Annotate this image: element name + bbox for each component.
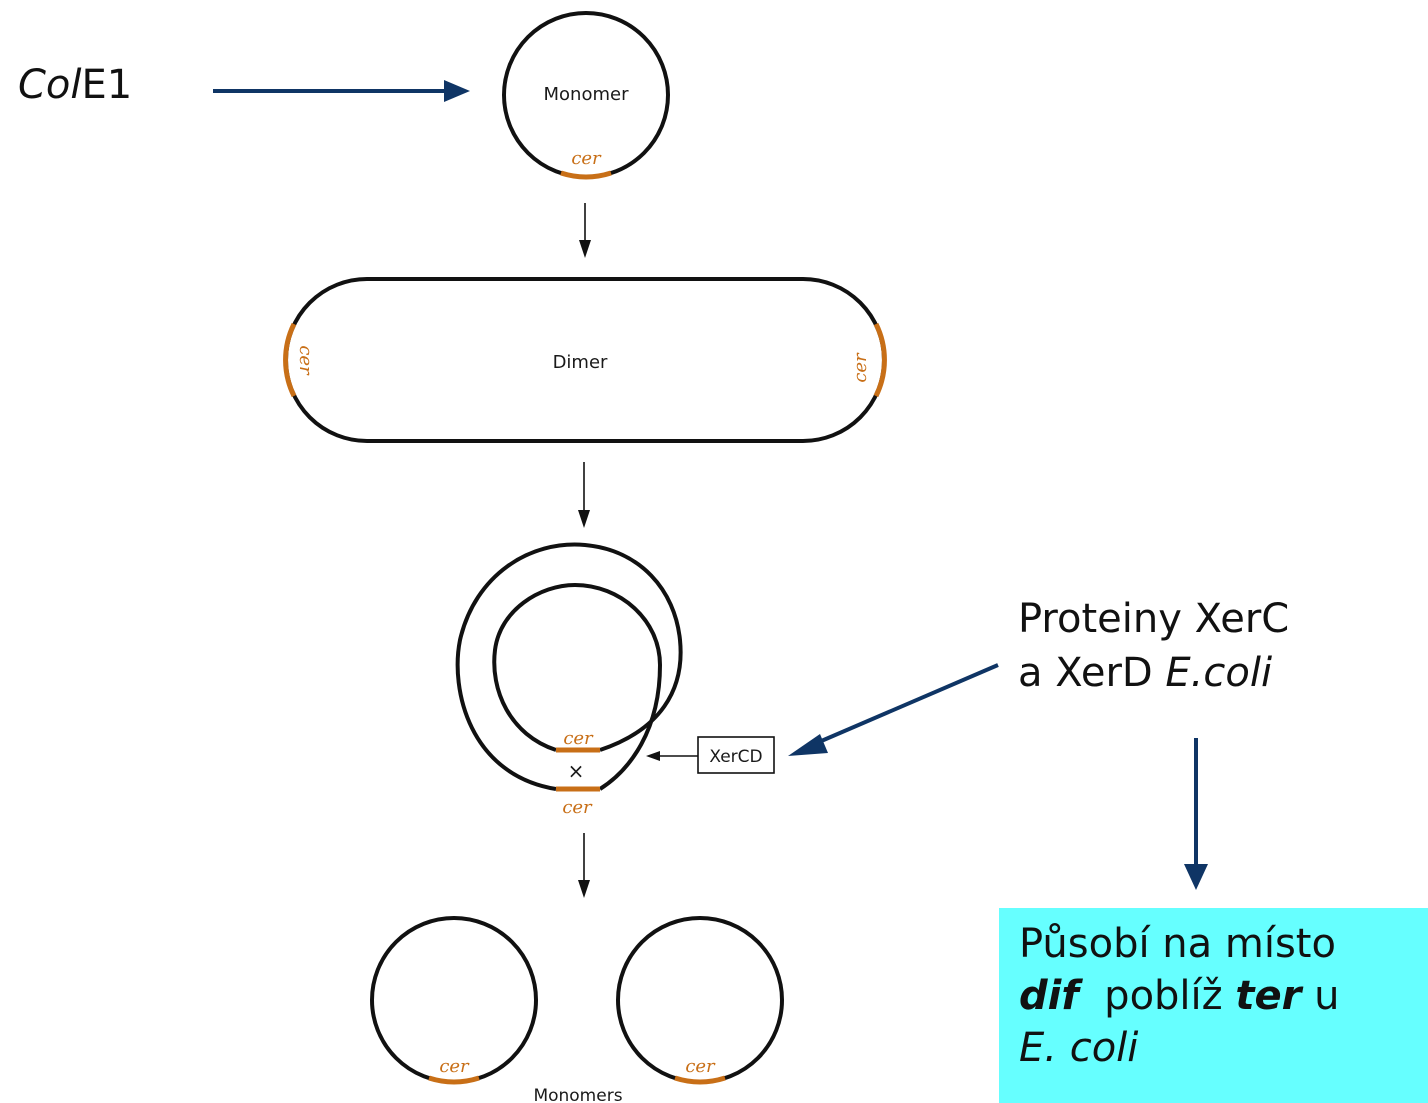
xercd-box: XerCD: [697, 736, 775, 774]
dimer-plasmid: Dimer cer cer: [283, 277, 887, 443]
arrow-proteins-to-xercd: [788, 663, 999, 756]
box-line3: E. coli: [1019, 1025, 1139, 1071]
cole1-label: ColE1: [18, 60, 132, 110]
dimer-label: Dimer: [553, 352, 608, 373]
box-ter: ter: [1235, 973, 1302, 1019]
box-tail: u: [1301, 973, 1340, 1019]
recombination-cer-bottom-label: cer: [562, 797, 593, 818]
crossover-mark: ×: [568, 759, 585, 783]
monomer-left-cer-label: cer: [439, 1056, 470, 1077]
arrow-xercd-to-crossover: [646, 751, 698, 761]
arrow-monomer-to-dimer: [579, 203, 591, 258]
dimer-cer-right-label: cer: [850, 352, 871, 383]
monomer-right: cer: [616, 916, 784, 1085]
monomer-plasmid: Monomer cer: [502, 11, 670, 180]
cole1-label-italic: Col: [18, 62, 82, 108]
monomer-label: Monomer: [544, 84, 630, 105]
monomer-left: cer: [370, 916, 538, 1085]
recombination-cer-top-label: cer: [563, 728, 594, 749]
monomer-cer-label: cer: [571, 148, 602, 169]
recombination-intermediate: cer × cer: [455, 542, 683, 818]
dimer-cer-left-label: cer: [295, 345, 316, 376]
arrow-proteins-to-box: [1184, 738, 1208, 890]
dif-info-box: Působí na místo dif poblíž ter u E. coli: [999, 908, 1428, 1103]
arrow-dimer-to-recombination: [578, 462, 590, 528]
proteins-line1: Proteiny XerC: [1018, 596, 1290, 642]
monomers-label: Monomers: [533, 1086, 622, 1103]
proteins-line2: a XerD E.coli: [1018, 646, 1289, 700]
box-dif: dif: [1019, 973, 1079, 1019]
monomer-right-cer-label: cer: [685, 1056, 716, 1077]
arrow-cole1-to-monomer: [213, 80, 470, 102]
proteins-annotation: Proteiny XerC a XerD E.coli: [1018, 592, 1289, 700]
arrow-recombination-to-monomers: [578, 833, 590, 898]
proteins-line2-italic: E.coli: [1165, 650, 1273, 696]
proteins-line2-prefix: a XerD: [1018, 650, 1166, 696]
box-line1: Působí na místo: [1019, 921, 1336, 967]
cole1-label-rest: E1: [81, 62, 133, 108]
box-line2: dif poblíž ter u: [1019, 970, 1428, 1022]
box-mid: poblíž: [1078, 973, 1236, 1019]
xercd-label: XerCD: [709, 747, 762, 767]
